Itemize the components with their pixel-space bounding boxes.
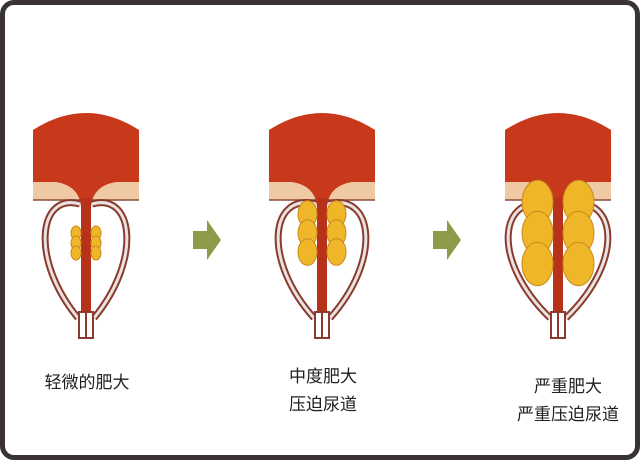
bladder: [269, 113, 375, 188]
bladder-neck: [528, 182, 588, 208]
capsule-inner: [43, 201, 129, 319]
bladder-neck: [292, 182, 352, 208]
stage-1-label: 轻微的肥大: [45, 369, 130, 397]
urethra: [81, 198, 91, 326]
stage-3-label: 严重肥大 严重压迫尿道: [517, 373, 619, 429]
stage-1-figure: [33, 113, 139, 339]
stage-2-line-1: 中度肥大: [289, 367, 357, 387]
stage-2-figure: [269, 113, 375, 339]
stage-3-line-2: 严重压迫尿道: [517, 405, 619, 425]
stage-2-line-2: 压迫尿道: [289, 395, 357, 415]
prostate-lobe: [90, 245, 102, 261]
urethra-split: [557, 312, 559, 338]
stage-2-label: 中度肥大 压迫尿道: [289, 363, 357, 419]
bladder: [33, 113, 139, 188]
urethra: [317, 198, 327, 326]
prostate-lobe: [521, 241, 554, 287]
urethra: [553, 198, 563, 326]
stage-1-line-1: 轻微的肥大: [44, 373, 130, 393]
arrow-right-icon-2: [433, 220, 461, 260]
urethra-split: [321, 312, 323, 338]
bladder: [505, 113, 611, 188]
stage-3-figure: [504, 113, 612, 339]
prostate-lobe: [562, 241, 595, 287]
urethra-split: [85, 312, 87, 338]
prostate-lobe: [297, 238, 318, 266]
prostate-lobe: [70, 245, 82, 261]
bladder-neck: [56, 182, 116, 208]
arrow-right-icon-1: [193, 220, 221, 260]
stage-3-line-1: 严重肥大: [534, 377, 602, 397]
prostate-lobe: [326, 238, 347, 266]
